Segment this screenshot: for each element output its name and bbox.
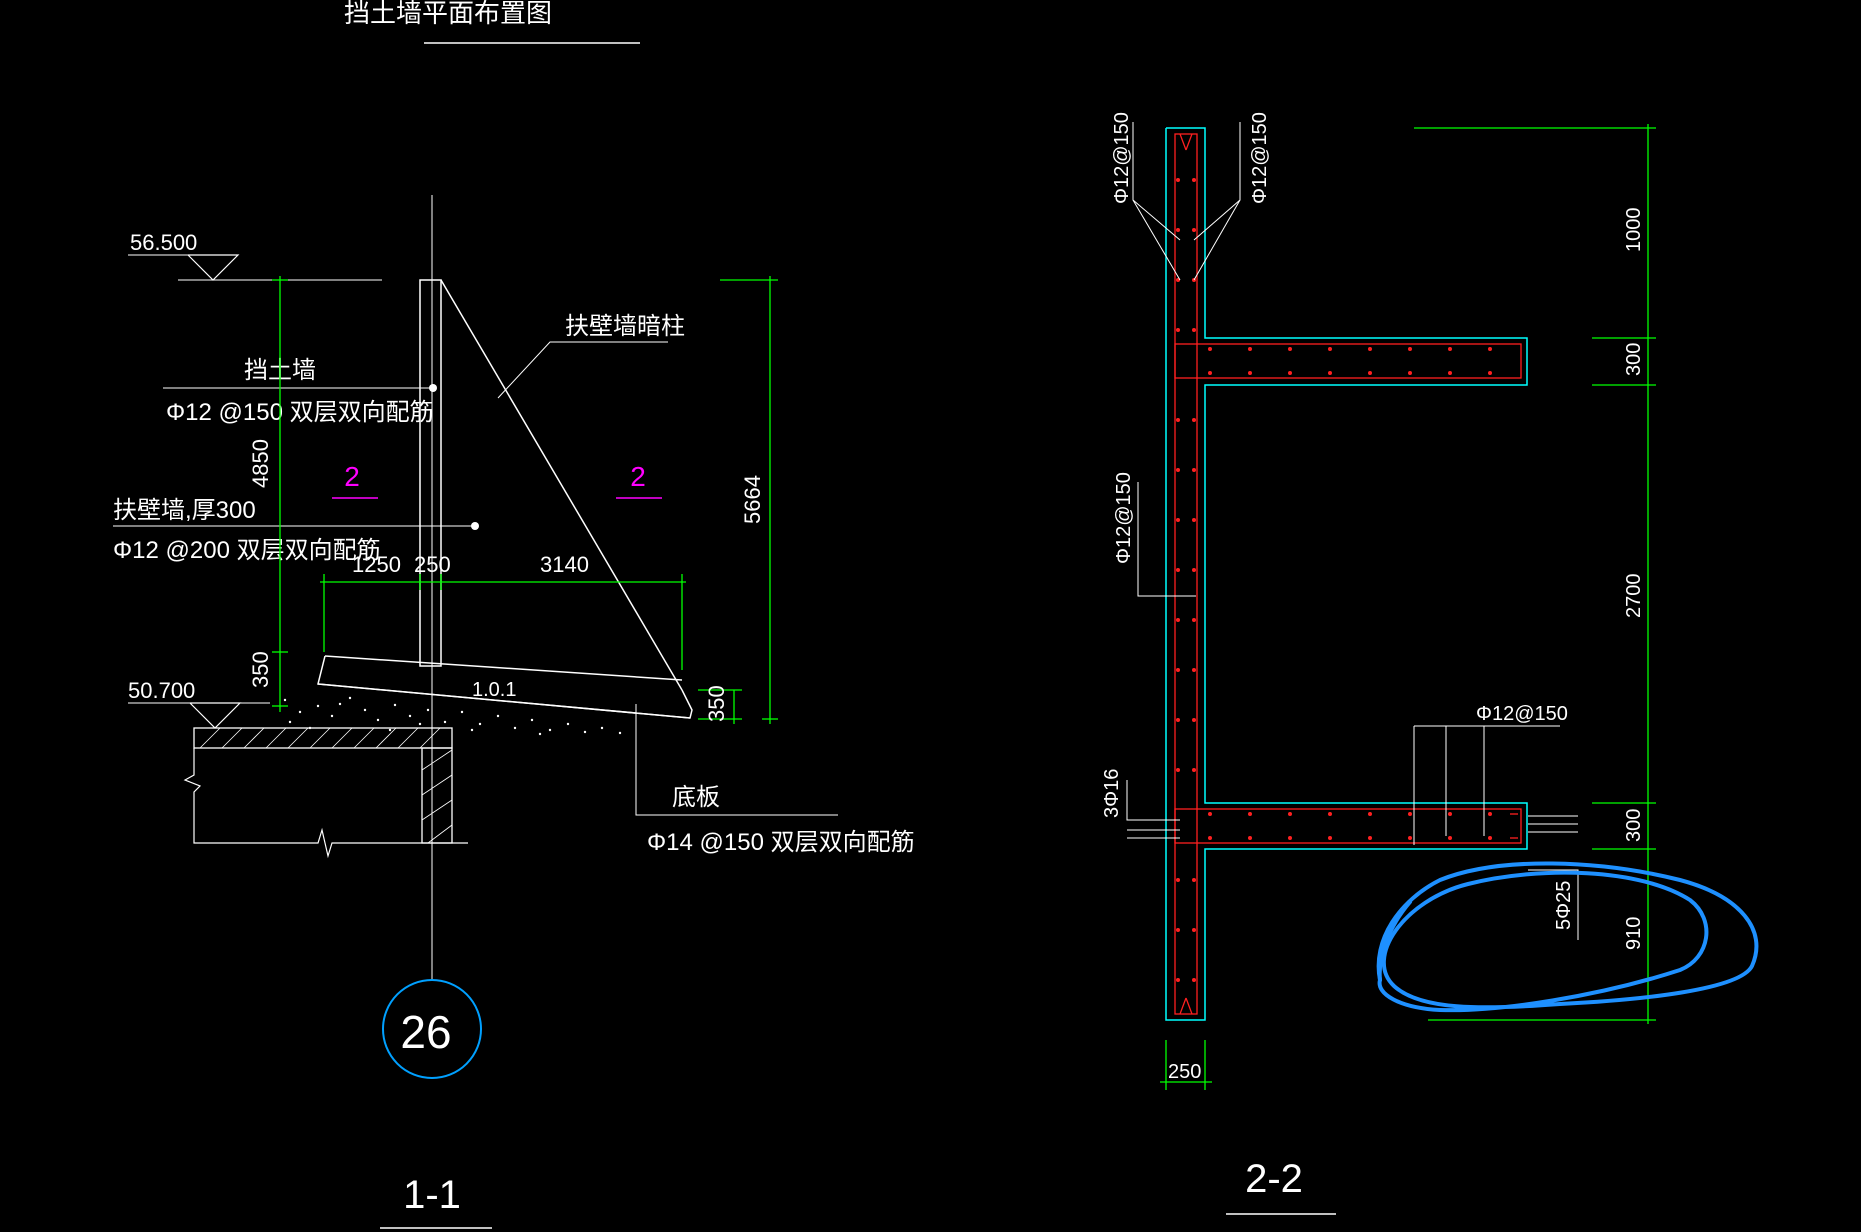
elev-top-text: 56.500 <box>130 230 197 255</box>
slope-text: 1.0.1 <box>472 679 516 701</box>
elev-bottom-text: 50.700 <box>128 678 195 703</box>
section-label-2-2: 2-2 <box>1245 1157 1303 1201</box>
leader-dot-1 <box>429 384 437 392</box>
dim-4850: 4850 <box>248 439 273 488</box>
label-base-slab: 底板 <box>672 784 720 811</box>
base-slab-top <box>324 655 683 681</box>
rebar-top-left: Φ12@150 <box>1111 112 1133 204</box>
elev-top-symbol <box>187 254 240 281</box>
base-slab-bottom <box>317 683 691 719</box>
existing-slab-hatch <box>193 727 453 749</box>
rebar-buttress-wall: Φ12 @200 双层双向配筋 <box>113 537 381 564</box>
rebar-5phi25: 5Φ25 <box>1553 881 1575 930</box>
dimensions-2-2 <box>1160 124 1656 1090</box>
label-buttress-wall: 扶壁墙,厚300 <box>113 497 256 524</box>
rebar-dots-wall <box>1176 178 1196 982</box>
buttress-diagonal <box>440 279 683 691</box>
dim-250-bottom: 250 <box>1168 1061 1201 1083</box>
dim-350-right: 350 <box>704 685 729 722</box>
dim-2700: 2700 <box>1623 574 1645 619</box>
rebar-retaining-wall: Φ12 @150 双层双向配筋 <box>166 399 434 426</box>
dim-910: 910 <box>1623 917 1645 950</box>
drawing-title: 挡土墙平面布置图 <box>344 0 552 28</box>
dim-5664: 5664 <box>740 475 765 524</box>
leader-base-slab <box>635 704 838 816</box>
axis-circle <box>382 979 482 1079</box>
leaders-2-2 <box>1126 122 1579 940</box>
section-1-1: 26 56.500 50.700 <box>113 195 915 1229</box>
dim-1250: 1250 <box>352 552 401 577</box>
label-hidden-column: 扶壁墙暗柱 <box>565 313 685 340</box>
elev-bottom-symbol <box>189 702 242 729</box>
rebar-outlines <box>1174 133 1522 1015</box>
dim-350-left: 350 <box>248 651 273 688</box>
section-mark-right: 2 <box>630 461 646 492</box>
retaining-wall-stem <box>419 279 442 667</box>
leader-hidden-column <box>497 341 668 399</box>
rebar-bottom: Φ12@150 <box>1476 703 1568 725</box>
rebar-dots-buttress <box>1208 347 1492 840</box>
leader-dot-2 <box>471 522 479 530</box>
concrete-outline <box>1165 127 1528 1021</box>
dim-300-bottom: 300 <box>1623 809 1645 842</box>
dimensions-1-1 <box>272 276 778 724</box>
hatch-lines <box>199 727 453 844</box>
rebar-mid-left: Φ12@150 <box>1113 472 1135 564</box>
dim-300-top: 300 <box>1623 343 1645 376</box>
markup-scribble-ellipse <box>1376 861 1759 1013</box>
markup-scribble-tail <box>1377 900 1412 982</box>
break-line-left <box>183 748 468 859</box>
dim-3140: 3140 <box>540 552 589 577</box>
section-label-1-1: 1-1 <box>403 1173 461 1217</box>
dim-1000: 1000 <box>1623 208 1645 253</box>
axis-number: 26 <box>400 1006 451 1058</box>
section-2-2: Φ12@150 Φ12@150 Φ12@150 Φ12@150 3Φ16 5Φ2… <box>1101 112 1656 1215</box>
rebar-base-slab: Φ14 @150 双层双向配筋 <box>647 829 915 856</box>
dim-250: 250 <box>414 552 451 577</box>
rebar-3phi16: 3Φ16 <box>1101 769 1123 818</box>
section-mark-left: 2 <box>344 461 360 492</box>
gravel-fill <box>283 696 622 736</box>
rebar-top-right: Φ12@150 <box>1249 112 1271 204</box>
